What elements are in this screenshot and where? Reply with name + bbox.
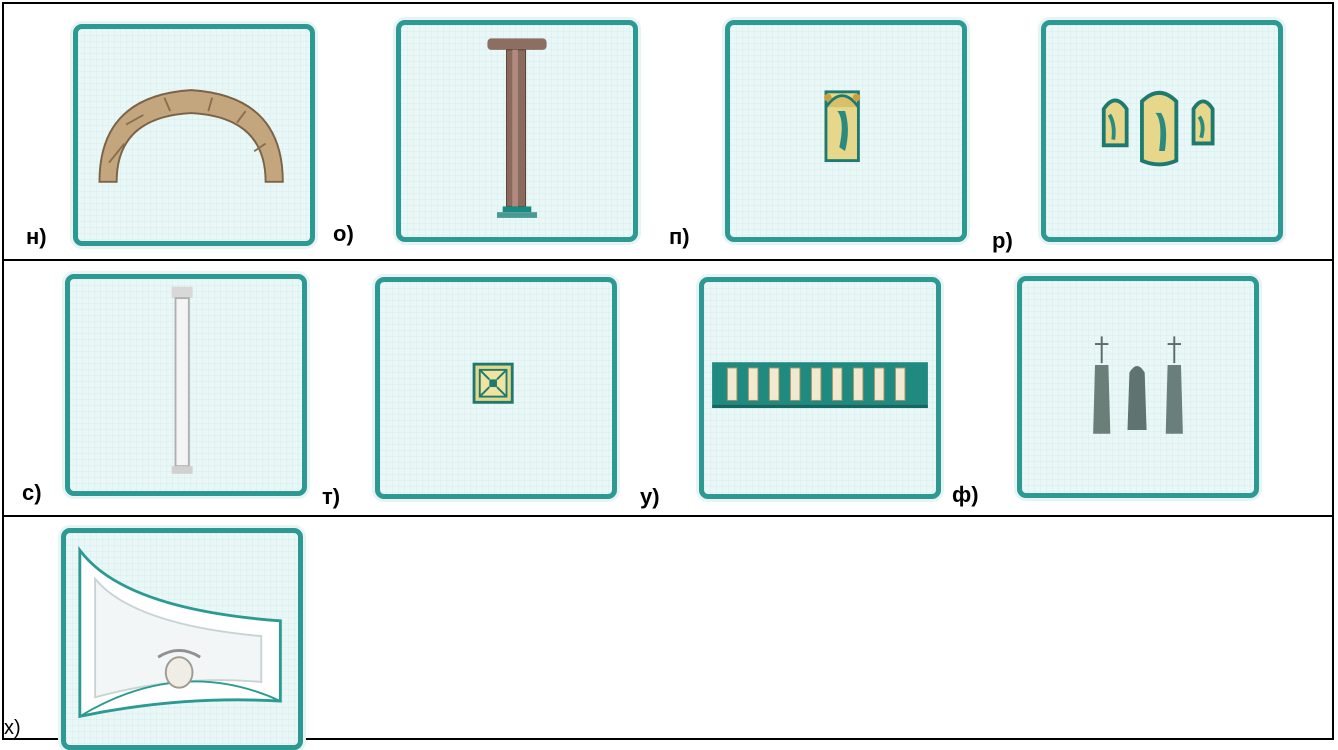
label-t: т) bbox=[322, 484, 341, 509]
card-o bbox=[396, 20, 638, 242]
triple-window-icon bbox=[1101, 90, 1215, 167]
card-u bbox=[699, 277, 941, 499]
cross-statues-icon bbox=[1093, 336, 1183, 434]
card-s bbox=[65, 274, 307, 496]
label-u: у) bbox=[640, 484, 660, 509]
card-p bbox=[725, 20, 967, 242]
label-n: н) bbox=[26, 224, 47, 249]
label-h: х) bbox=[4, 717, 21, 739]
image-grid-table bbox=[2, 2, 1334, 740]
row-divider bbox=[4, 515, 1332, 517]
ornament-tile-icon bbox=[472, 362, 514, 404]
card-t bbox=[375, 277, 617, 499]
card-f bbox=[1017, 276, 1259, 498]
label-p: п) bbox=[669, 224, 690, 249]
label-s: с) bbox=[22, 480, 42, 505]
label-o: о) bbox=[333, 221, 354, 246]
vault-sail-icon bbox=[78, 545, 282, 719]
column-icon bbox=[487, 38, 547, 218]
card-r bbox=[1041, 20, 1283, 242]
pilaster-icon bbox=[171, 286, 193, 474]
row-divider bbox=[4, 259, 1332, 261]
arch-icon bbox=[98, 89, 284, 183]
card-n bbox=[73, 24, 315, 246]
stained-glass-window-icon bbox=[824, 90, 861, 163]
label-f: ф) bbox=[952, 482, 979, 507]
balustrade-frieze-icon bbox=[712, 362, 928, 409]
card-h bbox=[61, 528, 303, 750]
label-r: р) bbox=[992, 228, 1013, 253]
